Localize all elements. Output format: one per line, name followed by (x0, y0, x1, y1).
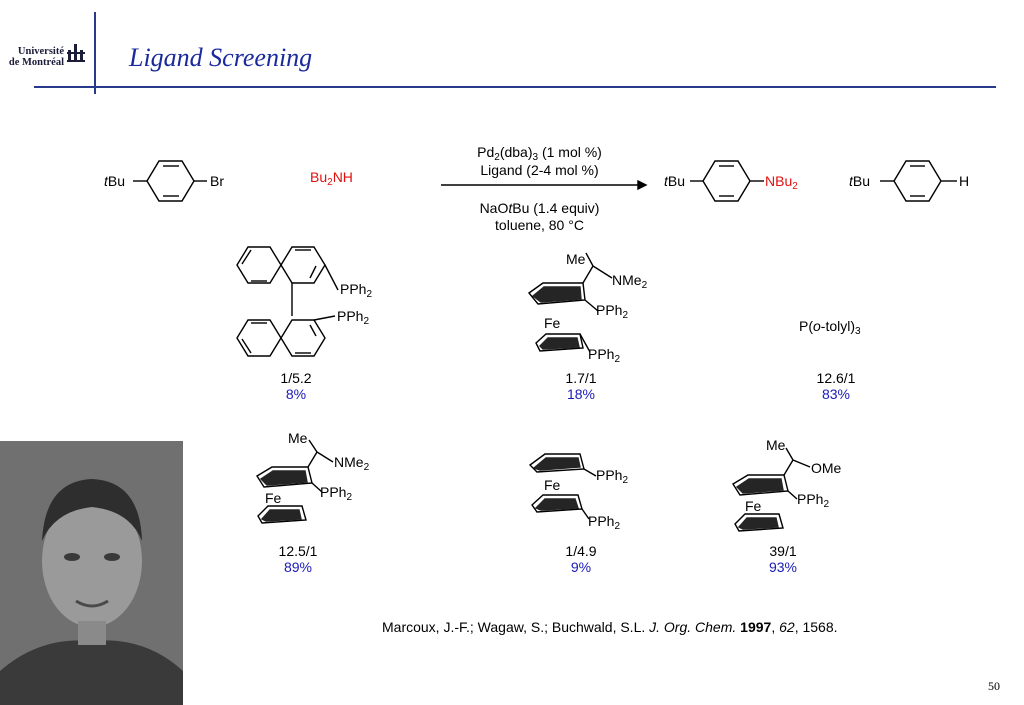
product1-tbu-label: tBu (664, 173, 686, 189)
ferrocene-ligand-4-structure (256, 439, 334, 524)
product2-h-label: H (959, 173, 970, 189)
university-crest-icon (67, 44, 85, 62)
ligand6-me-label: Me (766, 437, 786, 453)
binap-pph2-lower: PPh2 (337, 308, 370, 327)
ligand4-yield: 89% (283, 559, 313, 575)
product2-benzene-ring (893, 160, 942, 202)
condition-base: NaOtBu (1.4 equiv) (479, 200, 600, 216)
amine-label: Bu2NH (310, 169, 353, 188)
condition-ligand: Ligand (2-4 mol %) (480, 162, 599, 178)
product1-nbu2-label: NBu2 (765, 173, 798, 192)
ligand5-fe-label: Fe (544, 477, 561, 493)
ligand6-ratio: 39/1 (769, 543, 797, 559)
condition-solvent: toluene, 80 °C (495, 217, 584, 233)
binap-structure (236, 246, 339, 357)
ligand4-fe-label: Fe (265, 490, 282, 506)
citation: Marcoux, J.-F.; Wagaw, S.; Buchwald, S.L… (382, 619, 838, 635)
university-logo-text: Université de Montréal (6, 46, 64, 68)
ligand3-label: P(o-tolyl)3 (799, 318, 861, 337)
university-name-line2: de Montréal (8, 57, 64, 68)
ferrocene-ligand-6-structure (732, 447, 811, 532)
header-vertical-rule (94, 12, 96, 94)
ligand4-pph2-label: PPh2 (320, 484, 353, 503)
product1-benzene-ring (702, 160, 751, 202)
ligand2-nme2-label: NMe2 (612, 272, 648, 291)
ligand3-yield: 83% (821, 386, 851, 402)
condition-catalyst: Pd2(dba)3 (1 mol %) (477, 144, 602, 163)
university-name-line1: Université (17, 46, 64, 57)
ligand6-yield: 93% (768, 559, 798, 575)
ligand2-yield: 18% (566, 386, 596, 402)
ligand5-ratio: 1/4.9 (565, 543, 597, 559)
header-horizontal-rule (34, 86, 996, 88)
ligand6-pph2-label: PPh2 (797, 491, 830, 510)
ligand5-pph2-lower: PPh2 (588, 513, 621, 532)
reaction-scheme-structures (133, 160, 957, 202)
ligand5-pph2-upper: PPh2 (596, 467, 629, 486)
ligand5-yield: 9% (570, 559, 592, 575)
ligand2-pph2-upper: PPh2 (596, 302, 629, 321)
binap-pph2-upper: PPh2 (340, 281, 373, 300)
ligand2-pph2-lower: PPh2 (588, 346, 621, 365)
ligand2-ratio: 1.7/1 (565, 370, 597, 386)
slide-title: Ligand Screening (129, 43, 313, 72)
ligand6-ome-label: OMe (811, 460, 842, 476)
ligand4-nme2-label: NMe2 (334, 454, 370, 473)
ligand6-fe-label: Fe (745, 498, 762, 514)
ligand2-fe-label: Fe (544, 315, 561, 331)
ligand2-me-label: Me (566, 251, 586, 267)
ligand3-ratio: 12.6/1 (816, 370, 856, 386)
ligand1-ratio: 1/5.2 (280, 370, 312, 386)
ligand1-yield: 8% (285, 386, 307, 402)
reactant-benzene-ring (146, 160, 195, 202)
reactant-br-label: Br (210, 173, 224, 189)
dppf-structure (528, 453, 597, 520)
author-portrait-photo (0, 441, 183, 705)
ferrocene-ligand-2-structure (527, 252, 613, 353)
page-number: 50 (988, 679, 1000, 693)
reactant-tbu-label: tBu (104, 173, 126, 189)
ligand4-me-label: Me (288, 430, 308, 446)
product2-tbu-label: tBu (849, 173, 871, 189)
portrait-silhouette-icon (0, 441, 183, 705)
ligand4-ratio: 12.5/1 (278, 543, 318, 559)
